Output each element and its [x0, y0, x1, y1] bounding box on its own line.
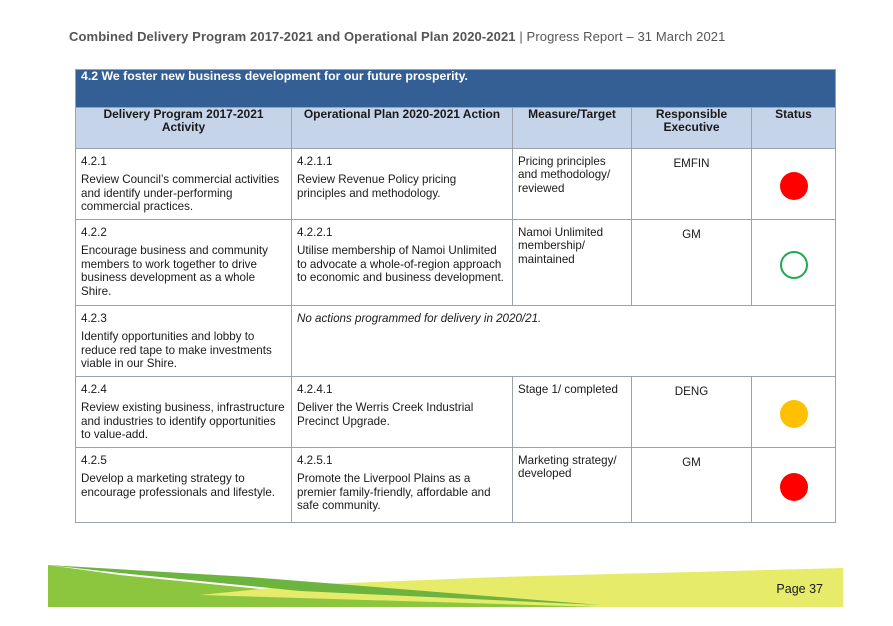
measure-cell: Pricing principles and methodology/ revi…: [512, 148, 632, 220]
responsible-cell: DENG: [631, 376, 752, 448]
action-text: Deliver the Werris Creek Industrial Prec…: [297, 401, 474, 428]
activity-cell: 4.2.2 Encourage business and community m…: [75, 219, 292, 306]
action-text: Promote the Liverpool Plains as a premie…: [297, 472, 491, 513]
action-id: 4.2.4.1: [297, 383, 333, 396]
report-title: Combined Delivery Program 2017-2021 and …: [69, 29, 516, 44]
page-header: Combined Delivery Program 2017-2021 and …: [69, 29, 725, 44]
action-text: Utilise membership of Namoi Unlimited to…: [297, 244, 504, 285]
responsible-cell: GM: [631, 447, 752, 523]
action-cell: 4.2.2.1 Utilise membership of Namoi Unli…: [291, 219, 513, 306]
col-measure: Measure/Target: [512, 107, 632, 149]
column-header-row: Delivery Program 2017-2021 Activity Oper…: [75, 107, 837, 149]
responsible-text: DENG: [674, 385, 709, 398]
measure-text: Namoi Unlimited membership/ maintained: [518, 226, 604, 266]
action-cell: 4.2.1.1 Review Revenue Policy pricing pr…: [291, 148, 513, 220]
col-action: Operational Plan 2020-2021 Action: [291, 107, 513, 149]
activity-text: Review Council’s commercial activities a…: [81, 173, 280, 214]
status-cell: [750, 148, 837, 220]
activity-id: 4.2.3: [81, 312, 107, 325]
table-row: 4.2.1 Review Council’s commercial activi…: [75, 148, 837, 220]
header-separator: |: [515, 29, 527, 44]
activity-text: Develop a marketing strategy to encourag…: [81, 472, 275, 499]
table-row: 4.2.3 Identify opportunities and lobby t…: [75, 305, 837, 377]
responsible-text: GM: [682, 456, 701, 469]
report-subtitle: Progress Report – 31 March 2021: [526, 29, 726, 44]
responsible-text: GM: [682, 228, 701, 241]
measure-text: Pricing principles and methodology/ revi…: [518, 155, 611, 195]
no-actions-text: No actions programmed for delivery in 20…: [297, 312, 542, 325]
measure-text: Stage 1/ completed: [518, 383, 618, 396]
activity-text: Encourage business and community members…: [81, 244, 268, 298]
status-red-indicator: [779, 172, 808, 200]
table-row: 4.2.4 Review existing business, infrastr…: [75, 376, 837, 448]
action-cell: 4.2.5.1 Promote the Liverpool Plains as …: [291, 447, 513, 523]
responsible-cell: EMFIN: [631, 148, 752, 220]
action-id: 4.2.5.1: [297, 454, 333, 467]
status-cell: [750, 219, 837, 306]
activity-text: Identify opportunities and lobby to redu…: [81, 330, 272, 371]
status-green-outline-indicator: [779, 251, 808, 279]
table-row: 4.2.5 Develop a marketing strategy to en…: [75, 447, 837, 523]
col-activity: Delivery Program 2017-2021 Activity: [75, 107, 292, 149]
section-header-row: 4.2 We foster new business development f…: [74, 69, 837, 108]
action-text: Review Revenue Policy pricing principles…: [297, 173, 457, 200]
activity-cell: 4.2.3 Identify opportunities and lobby t…: [75, 305, 292, 377]
status-red-indicator: [779, 473, 808, 501]
responsible-cell: GM: [631, 219, 752, 306]
no-actions-cell: No actions programmed for delivery in 20…: [290, 305, 837, 377]
page-number: Page 37: [776, 582, 823, 596]
status-cell: [750, 376, 837, 448]
measure-cell: Stage 1/ completed: [512, 376, 632, 448]
activity-id: 4.2.1: [81, 155, 107, 168]
col-responsible: Responsible Executive: [631, 107, 752, 149]
activity-id: 4.2.5: [81, 454, 107, 467]
activity-cell: 4.2.5 Develop a marketing strategy to en…: [75, 447, 292, 523]
activity-cell: 4.2.4 Review existing business, infrastr…: [75, 376, 292, 448]
responsible-text: EMFIN: [673, 157, 710, 170]
activity-cell: 4.2.1 Review Council’s commercial activi…: [75, 148, 292, 220]
measure-text: Marketing strategy/ developed: [518, 454, 617, 481]
measure-cell: Namoi Unlimited membership/ maintained: [512, 219, 632, 306]
action-cell: 4.2.4.1 Deliver the Werris Creek Industr…: [291, 376, 513, 448]
progress-table: 4.2 We foster new business development f…: [74, 69, 837, 523]
activity-id: 4.2.2: [81, 226, 107, 239]
footer-swoosh-graphic: [48, 565, 843, 607]
status-amber-indicator: [779, 400, 808, 428]
table-row: 4.2.2 Encourage business and community m…: [75, 219, 837, 306]
action-id: 4.2.1.1: [297, 155, 333, 168]
activity-id: 4.2.4: [81, 383, 107, 396]
status-cell: [750, 447, 837, 523]
activity-text: Review existing business, infrastructure…: [81, 401, 285, 442]
section-title: 4.2 We foster new business development f…: [74, 69, 837, 108]
action-id: 4.2.2.1: [297, 226, 333, 239]
measure-cell: Marketing strategy/ developed: [512, 447, 632, 523]
col-status: Status: [750, 107, 837, 149]
